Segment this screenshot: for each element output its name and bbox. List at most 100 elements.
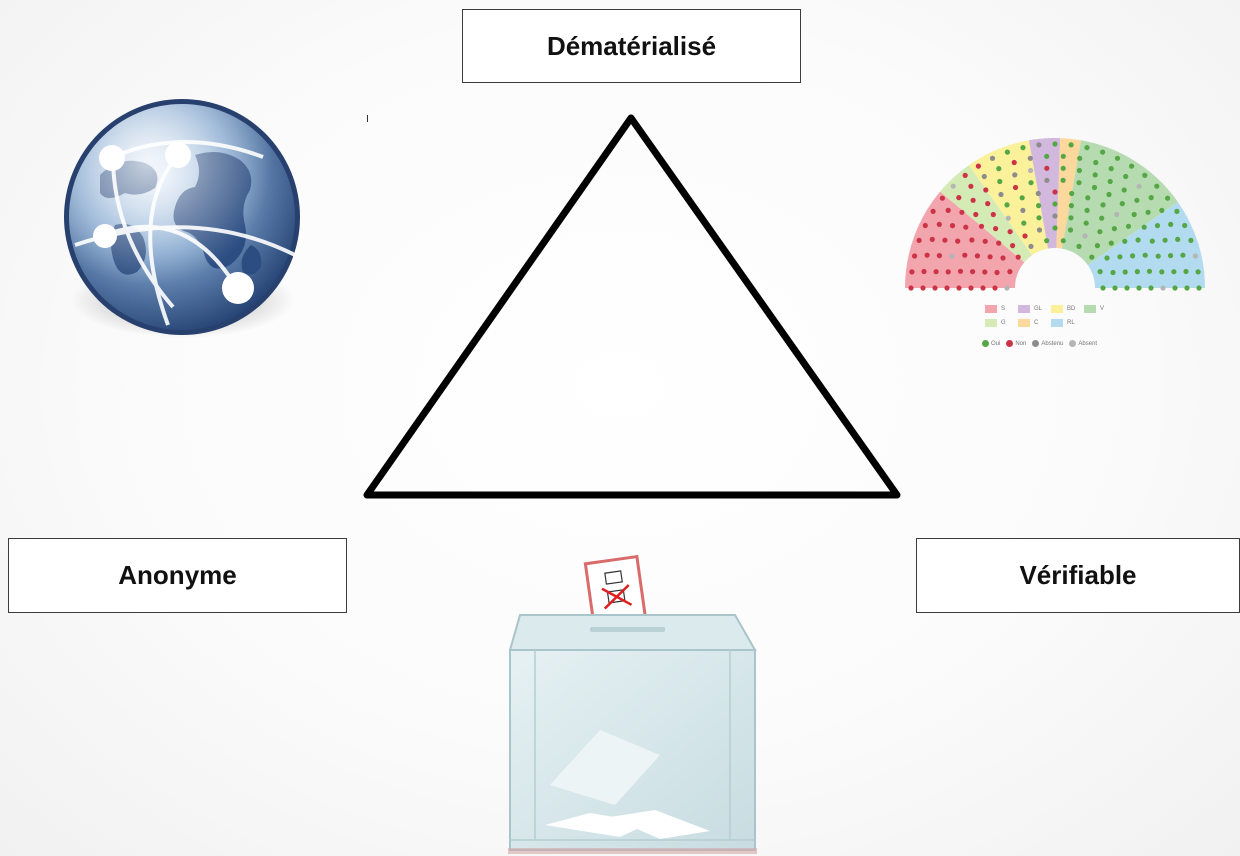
label-verifiable-text: Vérifiable [1019, 560, 1137, 590]
seat-dot [1044, 153, 1050, 159]
legend-item-gl: GL [1018, 305, 1051, 313]
seat-dot [949, 253, 955, 259]
seat-dot [1036, 227, 1043, 233]
seat-dot [1142, 172, 1148, 178]
seat-dot [1122, 238, 1128, 244]
seat-dot [1012, 172, 1018, 178]
seat-dot [1141, 224, 1147, 230]
seat-dot [908, 285, 914, 291]
seat-dot [1099, 215, 1105, 221]
seat-dot [1192, 253, 1198, 259]
seat-dot [1160, 285, 1166, 291]
seat-dot [975, 163, 981, 169]
seat-dot [1174, 208, 1180, 214]
seat-dot [920, 285, 926, 291]
seat-dot [1159, 269, 1165, 275]
seat-dot [970, 269, 976, 275]
seat-dot [1012, 184, 1019, 191]
seat-dot [949, 223, 956, 229]
seat-dot [1000, 255, 1006, 261]
seat-dot [1091, 184, 1098, 191]
seat-dot [930, 208, 936, 214]
seat-dot [1184, 285, 1190, 291]
seat-dot [1121, 187, 1127, 193]
seat-dot [970, 197, 976, 203]
hemicycle-sector [968, 140, 1049, 256]
seat-dot [957, 268, 964, 274]
seat-dot [1183, 268, 1189, 275]
seat-dot [1100, 285, 1106, 291]
seat-dot [1134, 197, 1140, 203]
label-anonyme-text: Anonyme [118, 560, 237, 590]
seat-dot [1108, 240, 1114, 246]
vote-legend-abstenu: Abstenu [1032, 340, 1063, 347]
parliament-hemicycle-icon [905, 138, 1205, 291]
label-dematerialise: Dématérialisé [462, 9, 801, 83]
seat-dot [1022, 233, 1028, 239]
seat-dot [1108, 166, 1114, 172]
seat-dot [1154, 183, 1160, 189]
seat-dot [1175, 236, 1181, 242]
parliament-legend: S GL BD V G C RL Oui Non Abstenu Absent [982, 302, 1135, 347]
seat-dot [1044, 238, 1050, 244]
seat-dot [968, 285, 974, 291]
seat-dot [1076, 243, 1082, 249]
seat-dot [1123, 173, 1129, 180]
seat-dot [1015, 254, 1021, 260]
label-anonyme: Anonyme [8, 538, 347, 613]
seat-dot [1159, 207, 1165, 213]
seat-dot [996, 166, 1002, 172]
legend-row: S GL BD V [985, 302, 1135, 316]
seat-dot [1149, 238, 1155, 244]
hemicycle-sector [1028, 138, 1061, 249]
seat-dot [1036, 203, 1042, 209]
seat-dot [1168, 221, 1174, 227]
seat-dot [1129, 163, 1135, 169]
seat-dot [1172, 285, 1178, 291]
seat-dot [1142, 252, 1148, 258]
legend-item-v: V [1084, 305, 1117, 313]
triangle-diagram [363, 114, 901, 499]
seat-dot [1060, 165, 1066, 171]
seat-dot [1004, 149, 1010, 155]
seat-dot [983, 187, 989, 193]
seat-dot [969, 237, 975, 243]
seat-dot [1084, 207, 1090, 213]
hemicycle-sector [940, 165, 1033, 263]
seat-dot [1162, 237, 1168, 243]
seat-dot [1060, 177, 1066, 183]
hemicycle-sector [905, 191, 1025, 288]
label-dematerialise-text: Dématérialisé [546, 30, 717, 61]
seat-dot [1195, 269, 1201, 275]
seat-dot [985, 201, 991, 207]
seat-dot [962, 252, 968, 258]
seat-dot [1145, 209, 1151, 215]
seat-dot [1028, 180, 1034, 186]
seat-dot [1068, 203, 1074, 209]
seat-dot [1083, 220, 1089, 226]
seat-dot [1011, 159, 1017, 166]
seat-dot [942, 237, 948, 243]
seat-dot [1124, 285, 1130, 291]
seat-dot [968, 183, 974, 189]
seat-dot [973, 211, 979, 218]
legend-row: G C RL [985, 316, 1135, 330]
seat-dot [1100, 149, 1106, 155]
seat-dot [1131, 211, 1137, 218]
seat-dot [922, 222, 928, 229]
seat-dot [1168, 253, 1174, 259]
seat-dot [1069, 190, 1075, 197]
legend-item-g: G [985, 319, 1018, 327]
seat-dot [1135, 237, 1141, 243]
seat-dot [980, 285, 986, 291]
seat-dot [950, 183, 956, 189]
globe-network-icon [64, 99, 300, 338]
seat-dot [1110, 269, 1116, 276]
seat-dot [978, 223, 985, 229]
seat-dot [1028, 167, 1034, 174]
seat-dot [909, 269, 915, 275]
stray-tick-mark [367, 115, 368, 122]
seat-dot [996, 240, 1002, 246]
hemicycle-sector [1087, 201, 1205, 288]
seat-dot [1060, 238, 1066, 244]
